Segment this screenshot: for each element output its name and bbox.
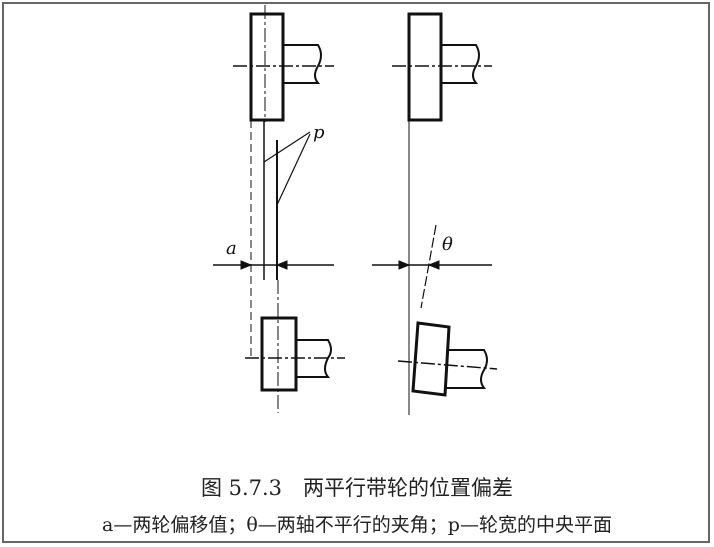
angle-theta-label: θ xyxy=(442,234,453,255)
figure-legend: a—两轮偏移值；θ—两轴不平行的夹角；p—轮宽的中央平面 xyxy=(102,514,612,536)
tilted-plane-line xyxy=(420,224,437,309)
left-bottom-pulley xyxy=(245,280,345,413)
offset-dimension: a xyxy=(213,238,334,270)
p-leader-2 xyxy=(276,133,311,206)
right-bottom-tilted-pulley xyxy=(397,321,498,397)
p-label: p xyxy=(313,122,325,143)
right-top-pulley xyxy=(392,12,492,122)
p-leader-1 xyxy=(263,131,311,163)
offset-a-label: a xyxy=(226,238,237,259)
figure-title: 图 5.7.3 两平行带轮的位置偏差 xyxy=(200,476,514,500)
left-top-pulley xyxy=(233,5,334,122)
angle-dimension: θ xyxy=(372,234,492,270)
